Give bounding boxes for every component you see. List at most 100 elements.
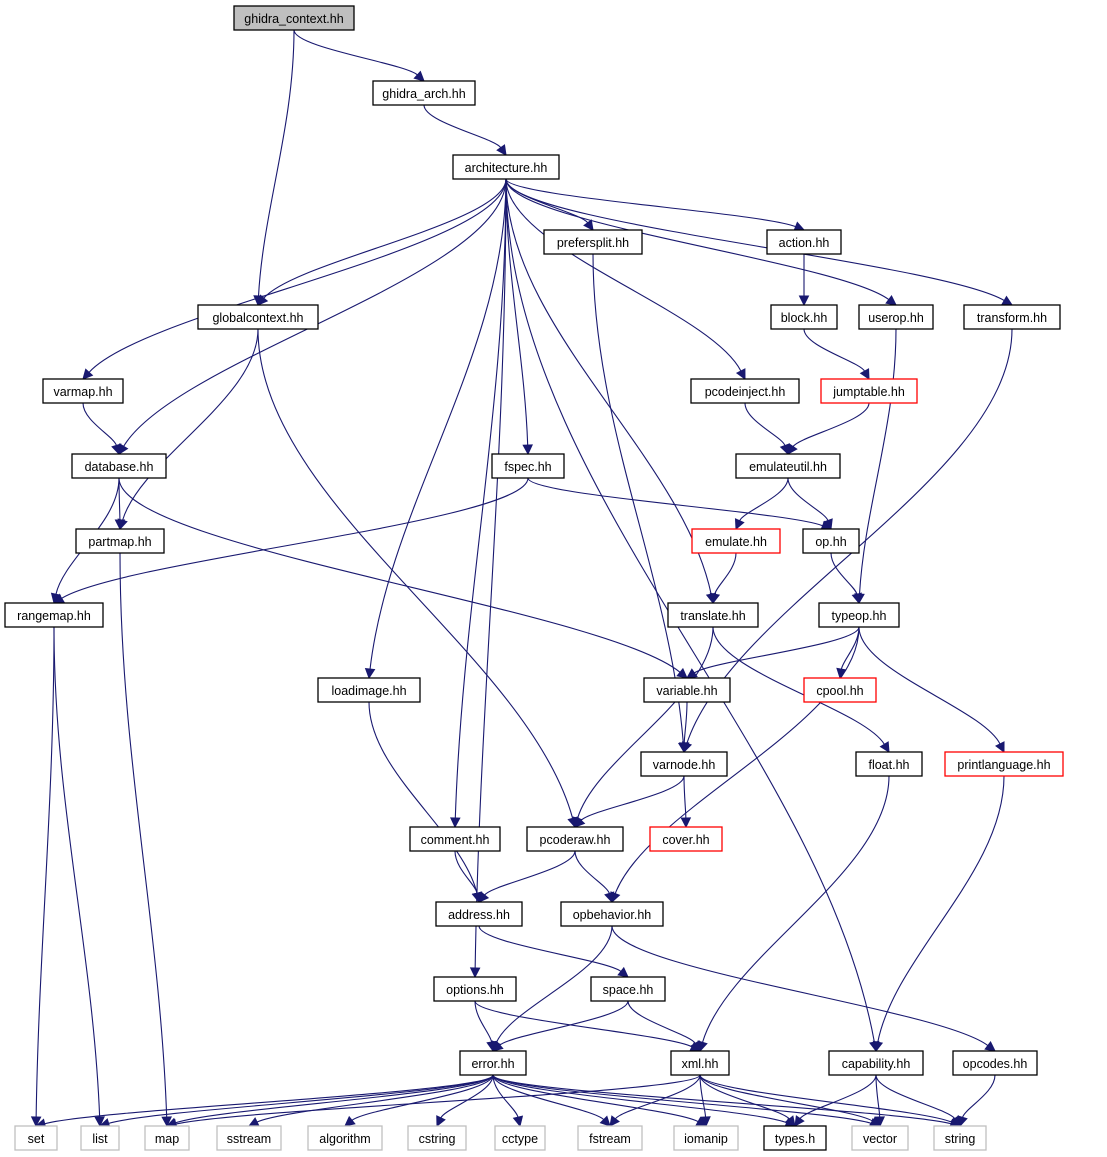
edge-error-to-fstream — [492, 1074, 611, 1127]
node-opbehavior[interactable]: opbehavior.hh — [560, 901, 664, 927]
node-box — [828, 1050, 924, 1076]
edge-architecture-to-fspec — [505, 178, 533, 456]
node-printlanguage[interactable]: printlanguage.hh — [944, 751, 1064, 777]
node-box — [433, 976, 517, 1002]
node-sstream: sstream — [216, 1125, 282, 1151]
node-loadimage[interactable]: loadimage.hh — [317, 677, 421, 703]
node-address[interactable]: address.hh — [435, 901, 523, 927]
arrowhead-icon — [344, 1115, 356, 1127]
node-box — [818, 602, 900, 628]
arrowhead-icon — [609, 1115, 620, 1127]
node-partmap[interactable]: partmap.hh — [75, 528, 165, 554]
edge-op-to-typeop — [830, 552, 862, 605]
node-transform[interactable]: transform.hh — [963, 304, 1061, 330]
arrowhead-icon — [784, 1115, 796, 1127]
node-box — [560, 901, 664, 927]
node-label: translate.hh — [680, 609, 745, 623]
node-ghidra_context[interactable]: ghidra_context.hh — [233, 5, 355, 31]
edge-xml-to-map — [165, 1074, 701, 1130]
node-opcodes[interactable]: opcodes.hh — [952, 1050, 1038, 1076]
node-varmap[interactable]: varmap.hh — [42, 378, 124, 404]
node-capability[interactable]: capability.hh — [828, 1050, 924, 1076]
node-jumptable[interactable]: jumptable.hh — [820, 378, 918, 404]
node-rangemap[interactable]: rangemap.hh — [4, 602, 104, 628]
node-box — [766, 229, 842, 255]
node-prefersplit[interactable]: prefersplit.hh — [543, 229, 643, 255]
edge-xml-to-types — [699, 1074, 796, 1127]
node-box — [944, 751, 1064, 777]
node-box — [75, 528, 165, 554]
edge-rangemap-to-list — [53, 626, 105, 1128]
arrowhead-icon — [94, 1116, 105, 1128]
node-label: block.hh — [781, 311, 828, 325]
node-pcodeinject[interactable]: pcodeinject.hh — [690, 378, 800, 404]
node-label: algorithm — [319, 1132, 370, 1146]
edge-architecture-to-pcodeinject — [505, 178, 746, 380]
node-cstring: cstring — [407, 1125, 467, 1151]
arrowhead-icon — [690, 1040, 701, 1052]
node-options[interactable]: options.hh — [433, 976, 517, 1002]
node-types[interactable]: types.h — [763, 1125, 827, 1151]
arrowhead-icon — [995, 741, 1005, 754]
edge-partmap-to-map — [119, 552, 172, 1128]
node-space[interactable]: space.hh — [590, 976, 666, 1002]
node-userop[interactable]: userop.hh — [858, 304, 934, 330]
arrowhead-icon — [469, 967, 481, 979]
node-label: cpool.hh — [816, 684, 863, 698]
edge-translate-to-pcoderaw — [572, 626, 714, 829]
edge-architecture-to-loadimage — [364, 178, 507, 680]
node-ghidra_arch[interactable]: ghidra_arch.hh — [372, 80, 476, 106]
node-cpool[interactable]: cpool.hh — [803, 677, 877, 703]
node-cover[interactable]: cover.hh — [649, 826, 723, 852]
node-label: fspec.hh — [504, 460, 551, 474]
node-emulateutil[interactable]: emulateutil.hh — [735, 453, 841, 479]
arrowhead-icon — [734, 518, 745, 531]
node-database[interactable]: database.hh — [71, 453, 167, 479]
node-emulate[interactable]: emulate.hh — [691, 528, 781, 554]
node-float[interactable]: float.hh — [855, 751, 923, 777]
node-translate[interactable]: translate.hh — [667, 602, 759, 628]
node-block[interactable]: block.hh — [770, 304, 838, 330]
node-box — [770, 304, 838, 330]
node-box — [649, 826, 723, 852]
node-label: database.hh — [85, 460, 154, 474]
node-label: opbehavior.hh — [573, 908, 652, 922]
node-varnode[interactable]: varnode.hh — [640, 751, 728, 777]
edge-error-to-string — [492, 1074, 962, 1129]
edge-error-to-types — [492, 1074, 797, 1128]
node-pcoderaw[interactable]: pcoderaw.hh — [526, 826, 624, 852]
node-box — [963, 304, 1061, 330]
node-box — [307, 1125, 383, 1151]
node-box — [640, 751, 728, 777]
node-fspec[interactable]: fspec.hh — [491, 453, 565, 479]
arrowhead-icon — [478, 891, 490, 903]
node-typeop[interactable]: typeop.hh — [818, 602, 900, 628]
node-globalcontext[interactable]: globalcontext.hh — [197, 304, 319, 330]
edge-capability-to-types — [794, 1074, 877, 1127]
node-box — [459, 1050, 527, 1076]
edge-emulateutil-to-emulate — [734, 477, 789, 531]
edge-database-to-partmap — [114, 477, 126, 531]
edge-opbehavior-to-opcodes — [611, 925, 996, 1052]
edge-error-to-algorithm — [344, 1074, 494, 1127]
node-error[interactable]: error.hh — [459, 1050, 527, 1076]
node-label: architecture.hh — [465, 161, 548, 175]
node-architecture[interactable]: architecture.hh — [452, 154, 560, 180]
arrowhead-icon — [413, 70, 425, 82]
node-comment[interactable]: comment.hh — [409, 826, 501, 852]
node-iomanip: iomanip — [673, 1125, 739, 1151]
edge-architecture-to-globalcontext — [257, 178, 507, 306]
edge-loadimage-to-address — [368, 701, 482, 904]
edge-ghidra_arch-to-architecture — [423, 104, 507, 156]
node-variable[interactable]: variable.hh — [643, 677, 731, 703]
node-op[interactable]: op.hh — [802, 528, 860, 554]
node-action[interactable]: action.hh — [766, 229, 842, 255]
node-box — [851, 1125, 909, 1151]
node-label: typeop.hh — [832, 609, 887, 623]
edge-userop-to-typeop — [854, 328, 897, 605]
node-map: map — [144, 1125, 190, 1151]
node-xml[interactable]: xml.hh — [670, 1050, 730, 1076]
edge-opcodes-to-string — [957, 1074, 996, 1128]
arrowhead-icon — [114, 519, 126, 531]
node-box — [233, 5, 355, 31]
